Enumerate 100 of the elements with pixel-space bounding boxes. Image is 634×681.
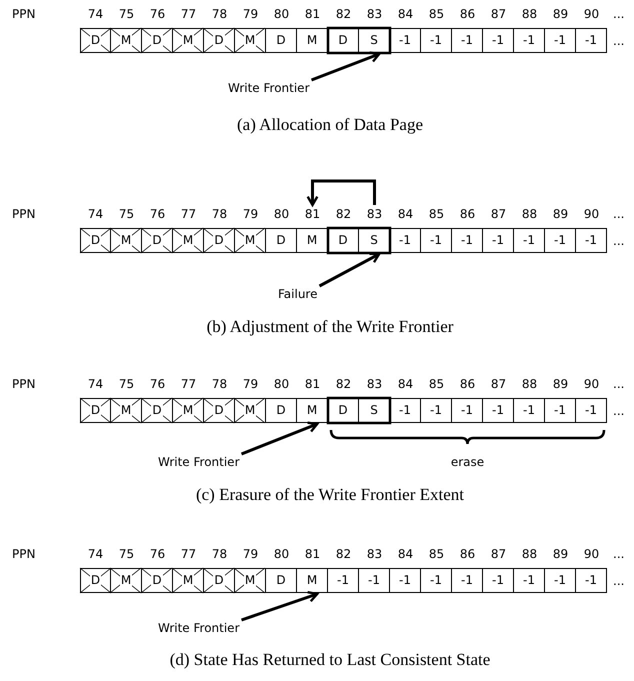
crossed-page: D (80, 568, 111, 593)
page-cell (545, 376, 576, 423)
page-cell (514, 376, 545, 423)
page-state: -1 (514, 28, 545, 53)
page-number: 77 (180, 546, 198, 562)
page-cell (545, 206, 576, 253)
page-number: 86 (458, 6, 476, 22)
page-number: 88 (520, 376, 538, 392)
page-cell (142, 6, 173, 53)
page-cell (328, 546, 359, 593)
label: ... (613, 206, 624, 222)
page-number: 90 (582, 6, 600, 22)
page-number: 86 (458, 376, 476, 392)
page-state: D (266, 398, 297, 423)
page-cell (390, 206, 421, 253)
page-state: -1 (576, 398, 607, 423)
page-number: 79 (242, 546, 260, 562)
page-number: 87 (490, 546, 508, 562)
page-number: 82 (334, 206, 352, 222)
page-cell (266, 6, 297, 53)
page-cell (452, 206, 483, 253)
page-number: 89 (552, 6, 570, 22)
page-state: -1 (514, 398, 545, 423)
page-cell (80, 206, 111, 253)
page-state: -1 (421, 568, 452, 593)
page-cell (173, 6, 204, 53)
page-number: 83 (366, 6, 384, 22)
page-cell (142, 546, 173, 593)
page-state: -1 (390, 398, 421, 423)
label: PPN (12, 376, 36, 392)
page-number: 87 (490, 6, 508, 22)
caption: (c) Erasure of the Write Frontier Extent (196, 485, 464, 505)
page-number: 81 (304, 206, 322, 222)
page-number: 89 (552, 206, 570, 222)
page-number: 82 (334, 376, 352, 392)
page-cell (545, 546, 576, 593)
page-state: M (297, 568, 328, 593)
label: ... (613, 6, 624, 22)
page-cell (483, 206, 514, 253)
arrow (240, 421, 318, 456)
page-number: 75 (118, 206, 136, 222)
page-number: 90 (582, 206, 600, 222)
page-cell (266, 206, 297, 253)
page-cell (514, 546, 545, 593)
page-state: M (297, 398, 328, 423)
page-number: 84 (396, 546, 414, 562)
crossed-page: D (204, 398, 235, 423)
label: PPN (12, 546, 36, 562)
page-cell (483, 376, 514, 423)
page-number: 80 (272, 6, 290, 22)
crossed-page: D (80, 228, 111, 253)
crossed-page: M (235, 28, 266, 53)
page-number: 90 (582, 546, 600, 562)
page-cell (390, 6, 421, 53)
page-number: 81 (304, 376, 322, 392)
arrow (318, 252, 380, 288)
crossed-page: M (173, 28, 204, 53)
page-number: 79 (242, 376, 260, 392)
arrow (310, 51, 380, 82)
page-cell (514, 206, 545, 253)
crossed-page: M (173, 568, 204, 593)
crossed-page: M (173, 228, 204, 253)
page-cell (421, 6, 452, 53)
label: ... (613, 233, 624, 249)
page-cell (576, 376, 607, 423)
page-cell (359, 546, 390, 593)
page-state: -1 (483, 568, 514, 593)
page-cell (452, 546, 483, 593)
page-number: 83 (366, 376, 384, 392)
page-cell (204, 6, 235, 53)
page-state: -1 (421, 28, 452, 53)
page-cell (111, 206, 142, 253)
label: ... (613, 33, 624, 49)
crossed-page: M (111, 568, 142, 593)
page-cell (173, 206, 204, 253)
page-cell (204, 546, 235, 593)
label: erase (450, 454, 484, 470)
page-number: 86 (458, 206, 476, 222)
page-number: 84 (396, 376, 414, 392)
page-state: D (266, 28, 297, 53)
page-number: 84 (396, 6, 414, 22)
page-number: 74 (86, 546, 104, 562)
page-state: -1 (483, 28, 514, 53)
page-cell (452, 6, 483, 53)
crossed-page: D (204, 568, 235, 593)
page-number: 88 (520, 6, 538, 22)
pointer-label: Failure (278, 286, 318, 302)
page-cell (297, 206, 328, 253)
page-cell (173, 376, 204, 423)
page-cell (576, 546, 607, 593)
crossed-page: D (142, 228, 173, 253)
page-number: 78 (210, 6, 228, 22)
page-number: 89 (552, 376, 570, 392)
page-number: 83 (366, 546, 384, 562)
page-state: -1 (545, 228, 576, 253)
page-number: 74 (86, 6, 104, 22)
page-cell (142, 206, 173, 253)
page-cell (235, 546, 266, 593)
crossed-page: M (235, 568, 266, 593)
page-cell (142, 376, 173, 423)
